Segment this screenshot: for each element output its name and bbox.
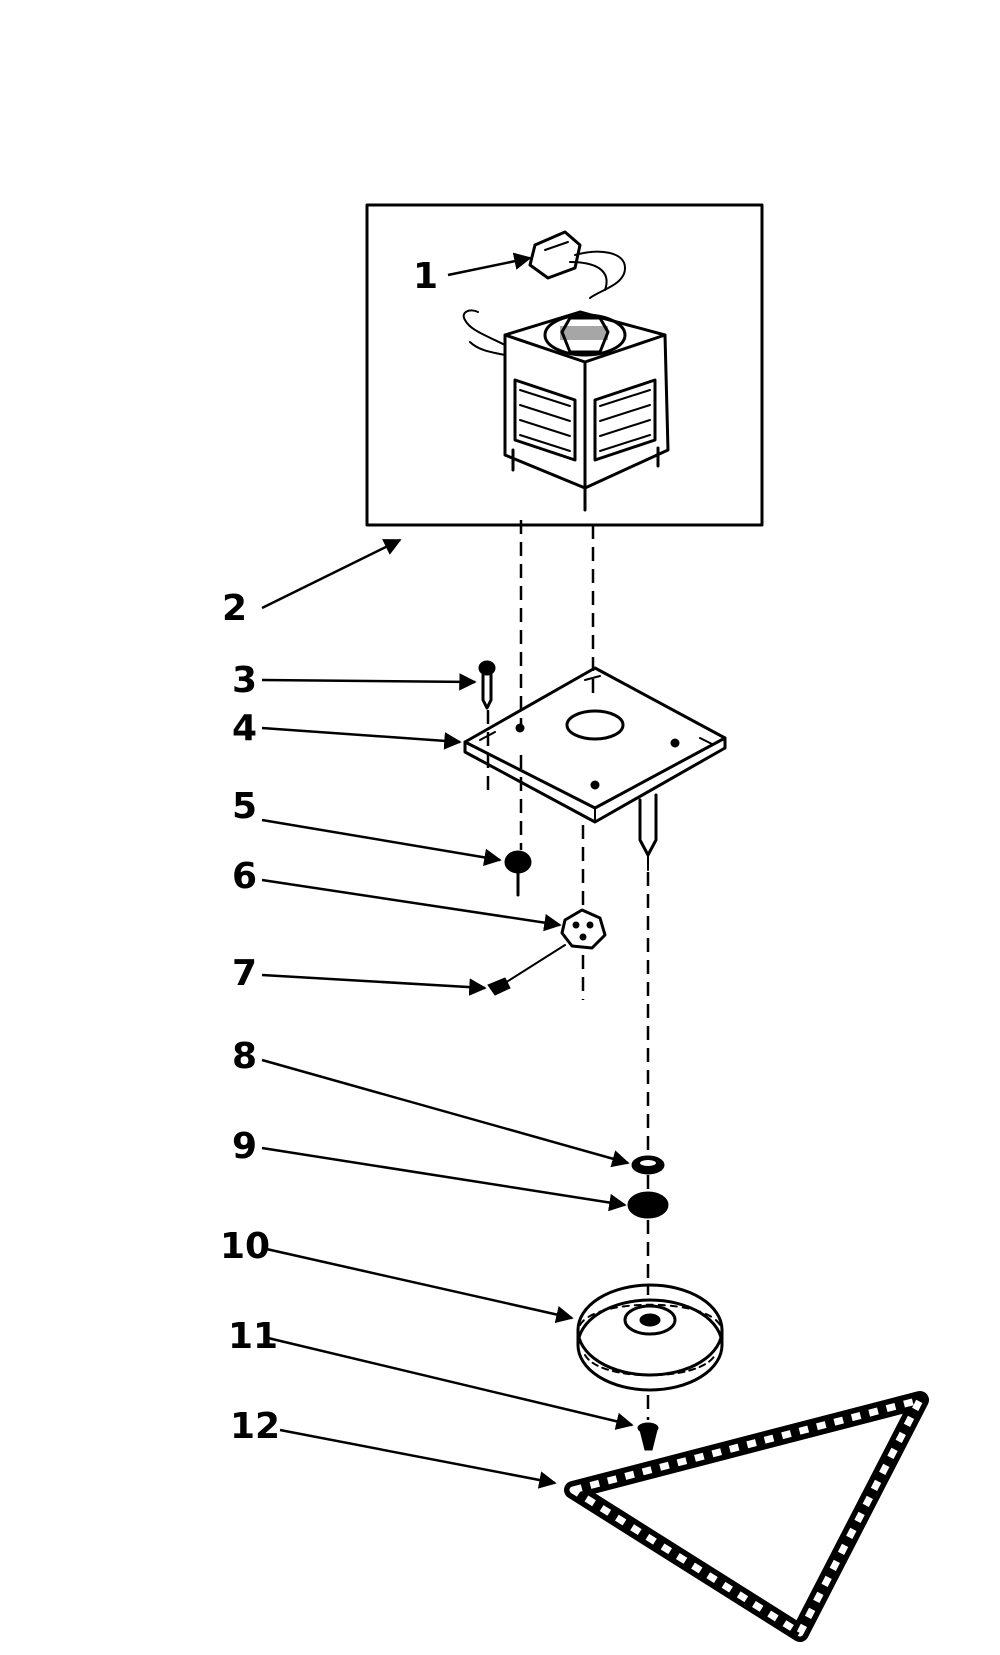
callout-3: 3 bbox=[232, 660, 257, 701]
callout-4: 4 bbox=[232, 708, 257, 749]
part-1-connector bbox=[528, 230, 626, 299]
part-4-mounting-plate bbox=[463, 666, 727, 871]
alignment-lines bbox=[486, 520, 650, 1420]
callout-10: 10 bbox=[220, 1226, 270, 1267]
callout-2: 2 bbox=[222, 588, 247, 629]
part-10-sprocket bbox=[576, 1283, 724, 1392]
callout-labels: 1 2 3 4 5 6 7 8 9 10 11 12 bbox=[220, 256, 438, 1447]
callout-8: 8 bbox=[232, 1036, 257, 1077]
part-11-screw bbox=[637, 1422, 659, 1451]
callout-7: 7 bbox=[232, 953, 257, 994]
part-5-grommet bbox=[504, 850, 532, 897]
callout-9: 9 bbox=[232, 1126, 257, 1167]
part-8-washer bbox=[631, 1155, 665, 1175]
leader-lines bbox=[261, 252, 634, 1489]
part-3-screw bbox=[478, 660, 496, 710]
part-9-spacer bbox=[627, 1191, 669, 1219]
callout-6: 6 bbox=[232, 856, 257, 897]
callout-11: 11 bbox=[228, 1316, 278, 1357]
callout-5: 5 bbox=[232, 786, 257, 827]
callout-12: 12 bbox=[230, 1406, 280, 1447]
motor-body bbox=[462, 309, 670, 512]
part-12-chain bbox=[564, 1391, 929, 1642]
motor-assembly-box bbox=[365, 203, 764, 527]
callout-1: 1 bbox=[413, 256, 438, 297]
part-7-set-screw bbox=[487, 944, 566, 996]
part-6-bushing bbox=[560, 908, 607, 950]
